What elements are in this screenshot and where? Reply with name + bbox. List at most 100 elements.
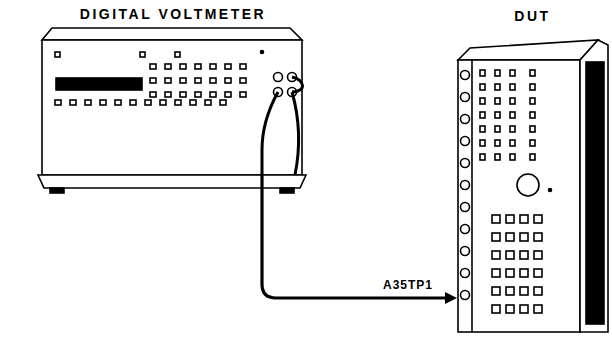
button-symbol xyxy=(180,92,186,97)
key-symbol xyxy=(506,251,514,259)
button-symbol xyxy=(210,78,216,83)
button-symbol xyxy=(495,112,500,118)
button-symbol xyxy=(220,100,226,105)
connector-symbol xyxy=(461,93,470,102)
button-symbol xyxy=(530,70,535,76)
connector-symbol xyxy=(461,115,470,124)
key-symbol xyxy=(520,215,528,223)
button-symbol xyxy=(530,112,535,118)
key-symbol xyxy=(492,269,500,277)
button-symbol xyxy=(100,100,106,105)
button-symbol xyxy=(240,92,246,97)
dut-drawing xyxy=(458,40,608,332)
key-symbol xyxy=(506,269,514,277)
button-symbol xyxy=(180,64,186,69)
key-symbol xyxy=(506,233,514,241)
button-symbol xyxy=(195,92,201,97)
button-symbol xyxy=(165,92,171,97)
button-symbol xyxy=(85,100,91,105)
button-symbol xyxy=(495,126,500,132)
button-symbol xyxy=(510,70,515,76)
button-symbol xyxy=(480,126,485,132)
button-symbol xyxy=(480,154,485,160)
button-symbol xyxy=(480,84,485,90)
key-symbol xyxy=(506,305,514,313)
button-symbol xyxy=(190,100,196,105)
button-symbol xyxy=(145,100,151,105)
key-symbol xyxy=(520,251,528,259)
button-symbol xyxy=(510,154,515,160)
button-symbol xyxy=(150,78,156,83)
connector-symbol xyxy=(461,181,470,190)
button-symbol xyxy=(530,140,535,146)
button-symbol xyxy=(165,78,171,83)
button-symbol xyxy=(165,64,171,69)
key-symbol xyxy=(534,305,542,313)
button-symbol xyxy=(150,92,156,97)
key-symbol xyxy=(534,251,542,259)
key-symbol xyxy=(492,233,500,241)
button-symbol xyxy=(495,140,500,146)
key-symbol xyxy=(492,287,500,295)
button-symbol xyxy=(530,126,535,132)
connector-symbol xyxy=(461,71,470,80)
button-symbol xyxy=(175,100,181,105)
key-symbol xyxy=(534,215,542,223)
connector-symbol xyxy=(461,225,470,234)
voltmeter-unit: DIGITAL VOLTMETER xyxy=(40,2,306,195)
test-point-label: A35TP1 xyxy=(381,278,435,292)
button-symbol xyxy=(480,98,485,104)
button-symbol xyxy=(495,70,500,76)
device-under-test: DUT xyxy=(455,2,610,340)
key-symbol xyxy=(534,287,542,295)
button-symbol xyxy=(495,84,500,90)
connector-symbol xyxy=(461,203,470,212)
button-symbol xyxy=(160,100,166,105)
equipment-title: DIGITAL VOLTMETER xyxy=(40,6,306,22)
connector-symbol xyxy=(461,159,470,168)
button-symbol xyxy=(480,70,485,76)
key-symbol xyxy=(492,251,500,259)
equipment-title: DUT xyxy=(455,8,610,24)
key-symbol xyxy=(492,215,500,223)
key-symbol xyxy=(520,287,528,295)
voltmeter-drawing xyxy=(38,28,306,193)
button-symbol xyxy=(495,98,500,104)
button-symbol xyxy=(510,126,515,132)
test-lead-connector xyxy=(262,175,457,304)
button-symbol xyxy=(510,84,515,90)
button-symbol xyxy=(205,100,211,105)
button-symbol xyxy=(530,98,535,104)
button-symbol xyxy=(510,98,515,104)
key-symbol xyxy=(520,233,528,241)
button-symbol xyxy=(495,154,500,160)
key-symbol xyxy=(492,305,500,313)
button-symbol xyxy=(530,84,535,90)
button-symbol xyxy=(70,100,76,105)
button-symbol xyxy=(480,140,485,146)
test-lead xyxy=(262,77,303,175)
connector-symbol xyxy=(461,291,470,300)
button-symbol xyxy=(480,112,485,118)
button-symbol xyxy=(210,64,216,69)
button-symbol xyxy=(510,112,515,118)
key-symbol xyxy=(520,269,528,277)
button-symbol xyxy=(195,64,201,69)
connector-symbol xyxy=(461,269,470,278)
key-symbol xyxy=(534,233,542,241)
button-symbol xyxy=(115,100,121,105)
button-symbol xyxy=(150,64,156,69)
key-symbol xyxy=(534,269,542,277)
button-symbol xyxy=(225,92,231,97)
button-symbol xyxy=(130,100,136,105)
button-symbol xyxy=(55,100,61,105)
button-symbol xyxy=(510,140,515,146)
key-symbol xyxy=(506,287,514,295)
button-symbol xyxy=(180,78,186,83)
button-symbol xyxy=(225,78,231,83)
button-symbol xyxy=(530,154,535,160)
connector-symbol xyxy=(461,247,470,256)
connector-symbol xyxy=(461,137,470,146)
button-symbol xyxy=(240,64,246,69)
